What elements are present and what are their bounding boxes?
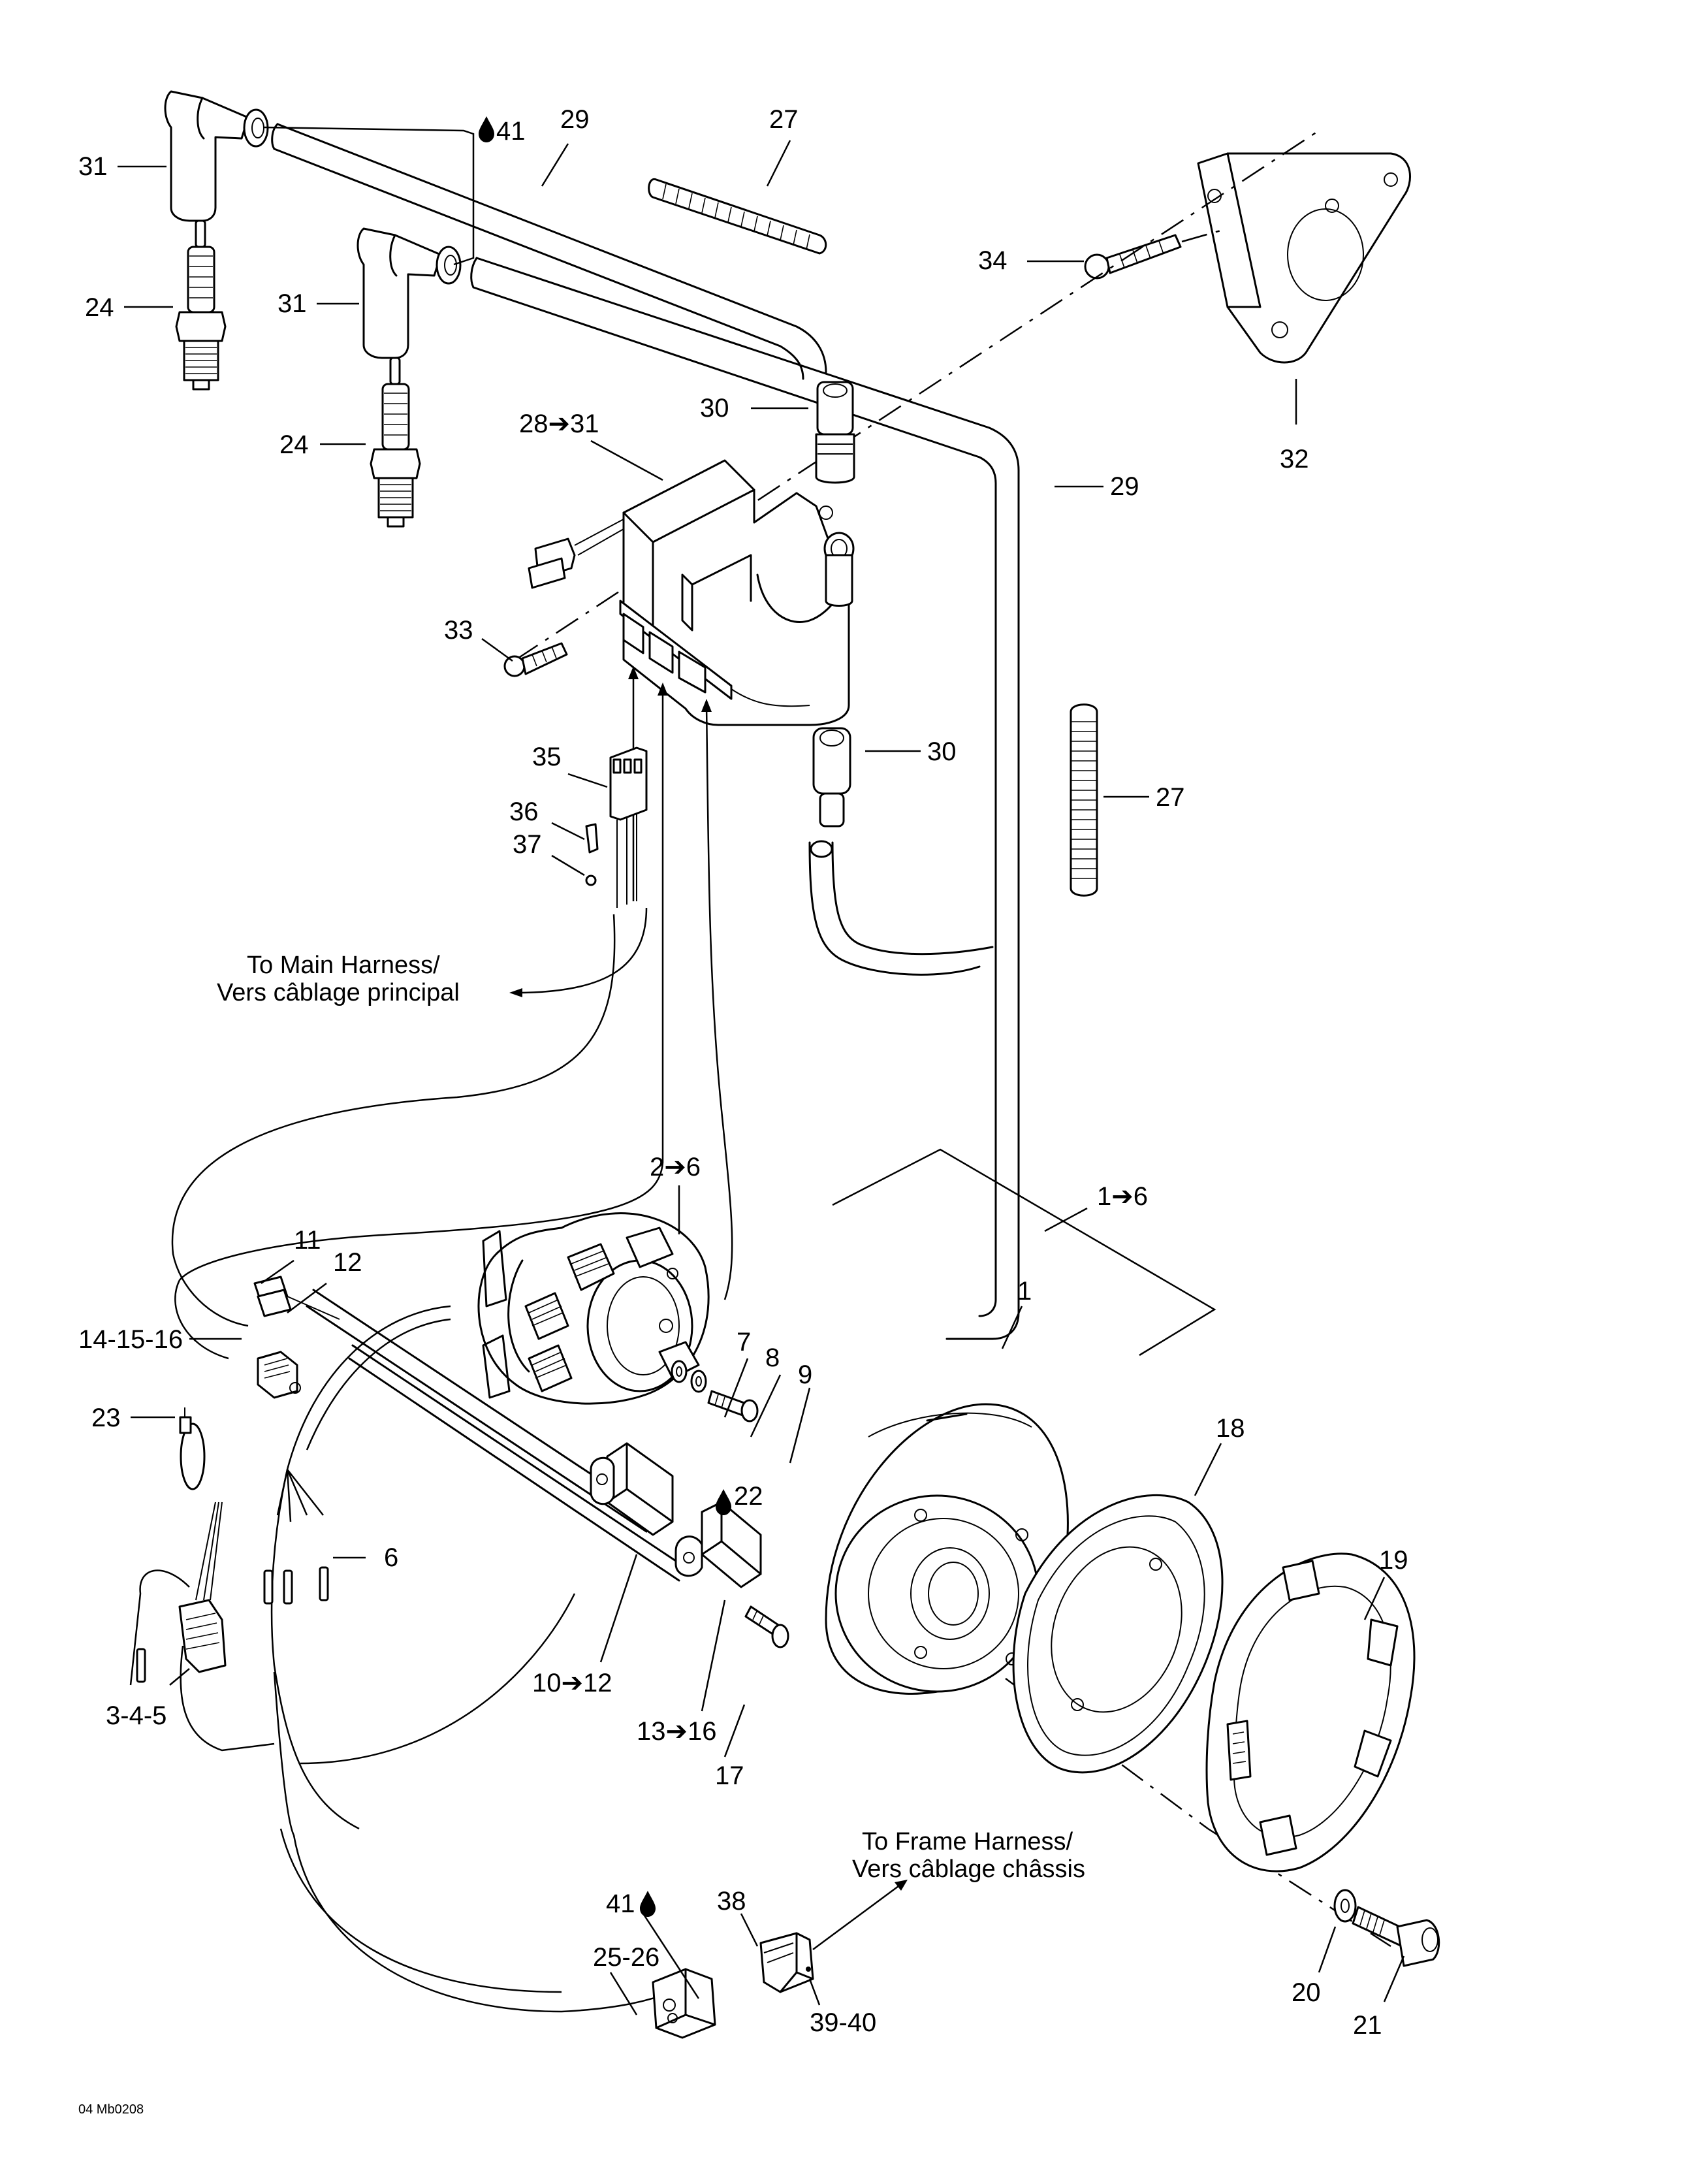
leader-lines xyxy=(118,126,1405,2015)
coil-boot-lower xyxy=(810,727,851,858)
ignition-coil xyxy=(619,459,855,726)
callout-25-26: 25-26 xyxy=(593,1943,659,1972)
callout-13-16: 13➔16 xyxy=(637,1717,717,1746)
callout-29-top: 29 xyxy=(560,105,590,134)
stator-washer-8 xyxy=(690,1370,707,1393)
callout-24-right: 24 xyxy=(279,430,309,459)
stator-washer-7 xyxy=(671,1360,688,1383)
figure-code: 04 Mb0208 xyxy=(78,2102,144,2117)
callout-8: 8 xyxy=(765,1343,780,1372)
callout-11: 11 xyxy=(294,1226,321,1255)
coil-mounting-bracket xyxy=(1197,152,1411,364)
high-tension-wire-lower xyxy=(470,257,1020,1340)
callout-10-12: 10➔12 xyxy=(532,1669,612,1697)
callout-29-right: 29 xyxy=(1110,472,1139,501)
callout-33: 33 xyxy=(444,616,473,645)
callout-31-lower: 31 xyxy=(278,289,307,318)
spark-plug-right xyxy=(370,357,421,528)
callout-17: 17 xyxy=(715,1761,744,1790)
spark-plug-cap-upper xyxy=(164,90,269,222)
connector-25-26 xyxy=(652,1968,716,2039)
callout-21: 21 xyxy=(1353,2011,1382,2040)
callout-1-6: 1➔6 xyxy=(1097,1182,1148,1211)
protective-sleeve-right xyxy=(1070,703,1098,897)
ring-gear-plate xyxy=(1012,1494,1224,1774)
alignment-line-flywheel xyxy=(1005,1677,1209,1830)
stator-assembly xyxy=(477,1212,710,1405)
connector-seal xyxy=(585,875,597,886)
wire-routing-arrows xyxy=(171,666,733,1360)
callout-9: 9 xyxy=(798,1360,812,1389)
trigger-coil-10-12 xyxy=(590,1442,674,1536)
main-harness-note-en: To Main Harness/ xyxy=(247,952,440,979)
coil-screw xyxy=(503,642,568,677)
callout-1: 1 xyxy=(1017,1277,1032,1306)
pickup-screw-17 xyxy=(744,1605,789,1648)
callout-7: 7 xyxy=(737,1328,751,1357)
callout-6: 6 xyxy=(384,1543,398,1572)
cable-tie xyxy=(179,1407,206,1490)
callout-30-bottom: 30 xyxy=(927,737,957,766)
frame-harness-note-fr: Vers câblage châssis xyxy=(852,1855,1085,1883)
main-harness-note-fr: Vers câblage principal xyxy=(217,979,460,1006)
callout-35: 35 xyxy=(532,743,562,771)
callout-32: 32 xyxy=(1280,445,1309,474)
coil-boot-upper xyxy=(815,381,855,484)
callout-38: 38 xyxy=(717,1887,746,1916)
wire-terminals-6 xyxy=(136,1566,329,1683)
callout-41-top: 41 xyxy=(496,117,526,146)
stator-screw-9 xyxy=(707,1390,759,1422)
callout-39-40: 39-40 xyxy=(810,2008,876,2037)
connector-14-15-16 xyxy=(257,1351,301,1399)
callout-18: 18 xyxy=(1216,1414,1245,1443)
stator-connector-3-4-5 xyxy=(178,1502,227,1673)
washer-20 xyxy=(1333,1889,1357,1923)
callout-41-bottom: 41 xyxy=(606,1889,635,1918)
callout-28-31: 28➔31 xyxy=(519,410,599,438)
drop-icon xyxy=(716,1489,731,1515)
connector-38 xyxy=(759,1932,814,1993)
callout-23: 23 xyxy=(91,1404,121,1432)
connector-11-12 xyxy=(253,1276,340,1320)
frame-harness-arrow xyxy=(812,1880,908,1951)
starter-cup xyxy=(1205,1552,1416,1872)
callout-27-top: 27 xyxy=(769,105,799,134)
drop-icon xyxy=(640,1891,656,1917)
callout-34: 34 xyxy=(978,246,1008,275)
callout-30-top: 30 xyxy=(700,394,729,423)
bracket-screw xyxy=(1084,234,1182,280)
callout-2-6: 2➔6 xyxy=(650,1153,701,1181)
flywheel xyxy=(825,1403,1069,1695)
callout-37: 37 xyxy=(513,830,542,859)
callout-20: 20 xyxy=(1292,1978,1321,2007)
callout-12: 12 xyxy=(333,1248,362,1277)
callout-24-left: 24 xyxy=(85,293,114,322)
coil-primary-connector xyxy=(528,519,624,589)
lower-boot-wire xyxy=(808,841,994,976)
drop-icon xyxy=(479,116,494,142)
high-tension-wire-upper xyxy=(271,123,827,380)
callout-36: 36 xyxy=(509,797,539,826)
frame-harness-note-en: To Frame Harness/ xyxy=(862,1828,1073,1855)
callout-19: 19 xyxy=(1379,1546,1408,1575)
callout-14-15-16: 14-15-16 xyxy=(78,1325,183,1354)
stator-harness-wires xyxy=(129,1305,673,2013)
spark-plug-cap-lower xyxy=(357,227,462,359)
callout-3-4-5: 3-4-5 xyxy=(106,1701,167,1730)
connector-terminal xyxy=(585,823,599,854)
callout-31-upper: 31 xyxy=(78,152,108,181)
callout-27-right: 27 xyxy=(1156,783,1185,812)
bolt-21 xyxy=(1352,1906,1440,1967)
connector-housing xyxy=(609,747,648,908)
callout-22: 22 xyxy=(734,1482,763,1511)
pickup-coil-13-16 xyxy=(674,1501,762,1588)
alignment-line-screw-34 xyxy=(1181,227,1228,243)
spark-plug-left xyxy=(175,219,227,391)
protective-sleeve-top xyxy=(648,178,827,255)
